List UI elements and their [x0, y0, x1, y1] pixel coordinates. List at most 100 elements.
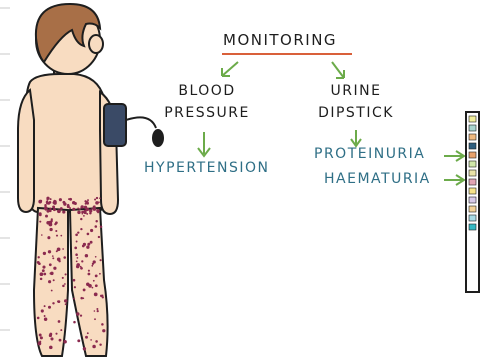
rash-dot	[82, 245, 85, 248]
rash-dot	[80, 207, 82, 209]
rash-dot	[48, 280, 51, 283]
torso	[26, 74, 106, 212]
dipstick-pad	[469, 224, 476, 230]
rash-dot	[86, 246, 89, 249]
rash-dot	[76, 257, 78, 259]
rash-dot	[39, 334, 42, 337]
dipstick-pad	[469, 179, 476, 185]
rash-dot	[64, 283, 66, 285]
child-figure	[18, 4, 118, 356]
rash-dot	[37, 317, 40, 320]
rash-dot	[99, 197, 101, 199]
rash-dot	[52, 257, 54, 259]
rash-dot	[73, 321, 76, 324]
rash-dot	[45, 215, 48, 218]
rash-dot	[54, 200, 56, 202]
rash-dot	[102, 329, 105, 332]
rash-dot	[40, 278, 43, 281]
title: MONITORING	[223, 31, 337, 49]
rash-dot	[60, 329, 62, 331]
rash-dot	[95, 256, 97, 258]
rash-dot	[47, 236, 50, 239]
rash-dot	[85, 254, 88, 257]
rash-dot	[58, 320, 61, 323]
left-arm	[18, 90, 34, 212]
dipstick-pad	[469, 125, 476, 131]
rash-dot	[96, 308, 98, 310]
rash-dot	[50, 337, 53, 340]
rash-dot	[59, 198, 62, 201]
blood-pressure-heading: BLOOD PRESSURE	[152, 80, 262, 124]
rash-dot	[76, 263, 80, 267]
rash-dot	[67, 205, 70, 208]
rash-dot	[83, 215, 85, 217]
rash-dot	[92, 287, 94, 289]
rash-dot	[91, 265, 93, 267]
rash-dot	[38, 256, 40, 258]
rash-dot	[80, 314, 82, 316]
rash-dot	[98, 236, 100, 238]
rash-dot	[55, 230, 57, 232]
rash-dot	[57, 257, 61, 261]
rash-dot	[85, 336, 88, 339]
rash-dot	[48, 306, 51, 309]
rash-dot	[88, 273, 91, 276]
rash-dot	[51, 290, 53, 292]
rash-dot	[39, 212, 42, 215]
rash-dot	[95, 225, 98, 228]
rash-dot	[83, 347, 86, 350]
rash-dot	[44, 305, 46, 307]
rash-dot	[68, 198, 70, 200]
rash-dot	[50, 198, 52, 200]
rash-dot	[81, 213, 83, 215]
rash-dot	[73, 298, 75, 300]
rash-dot	[80, 228, 82, 230]
rash-dot	[43, 252, 46, 255]
rash-dot	[100, 225, 103, 228]
blood-pressure-heading-line1: BLOOD	[152, 80, 262, 102]
rash-dot	[53, 279, 55, 281]
rash-dot	[90, 229, 93, 232]
rash-dot	[76, 261, 78, 263]
arrow-to-hypertension	[198, 132, 210, 156]
blood-pressure-heading-line2: PRESSURE	[152, 102, 262, 124]
rash-dot	[56, 235, 58, 237]
finding-proteinuria: PROTEINURIA	[314, 146, 425, 162]
rash-dot	[49, 201, 52, 204]
edge-guide-lines	[0, 8, 10, 330]
rash-dot	[94, 310, 96, 312]
rash-dot	[65, 273, 67, 275]
dipstick-pad	[469, 206, 476, 212]
rash-dot	[73, 279, 76, 282]
dipstick-pad	[469, 188, 476, 194]
rash-dot	[80, 218, 82, 220]
dipstick-pad	[469, 116, 476, 122]
urine-dipstick-heading: URINE DIPSTICK	[306, 80, 406, 124]
rash-dot	[53, 208, 56, 211]
rash-dot	[52, 302, 54, 304]
rash-dot	[72, 208, 75, 211]
dipstick-pad	[469, 152, 476, 158]
dipstick-pad	[469, 143, 476, 149]
rash-dot	[90, 339, 92, 341]
rash-dot	[100, 259, 102, 261]
rash-dot	[39, 221, 41, 223]
rash-dot	[93, 206, 96, 209]
rash-dot	[93, 260, 96, 263]
rash-dot	[42, 269, 45, 272]
rash-dot	[93, 280, 95, 282]
rash-dot	[44, 315, 46, 317]
arrow-to-blood-pressure	[222, 62, 238, 76]
rash-dot	[53, 267, 56, 270]
rash-dot	[40, 272, 44, 276]
rash-dot	[41, 309, 44, 312]
finding-hypertension: HYPERTENSION	[144, 160, 269, 176]
rash-dot	[45, 209, 47, 211]
rash-dot	[49, 346, 53, 350]
dipstick-pad	[469, 161, 476, 167]
rash-dot	[76, 241, 78, 243]
rash-dot	[52, 206, 55, 209]
rash-dot	[95, 201, 99, 205]
rash-dot	[88, 270, 90, 272]
rash-dot	[83, 288, 86, 291]
